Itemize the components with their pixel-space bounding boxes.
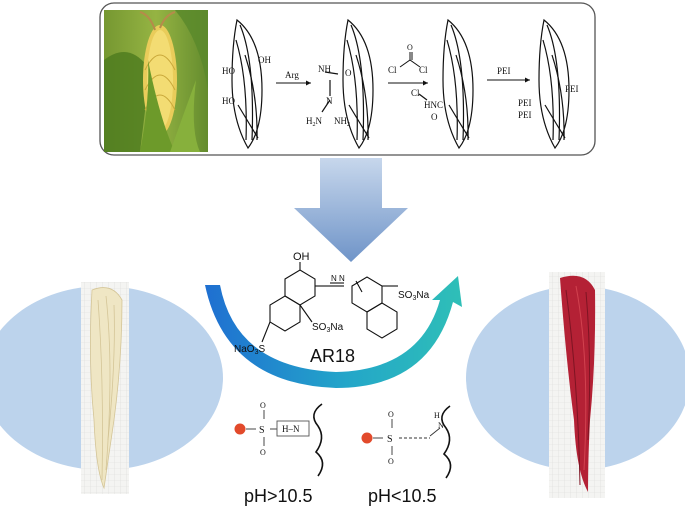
dye-nao3s: NaO3S [234, 344, 265, 356]
label-hnc: HNC [424, 100, 443, 110]
dye-so3na-mid: SO3Na [312, 322, 344, 334]
dye-azo-n2: N [339, 274, 345, 283]
label-cl-3: Cl [411, 88, 420, 98]
dye-oh: OH [293, 251, 310, 263]
label-ho-1: HO [222, 66, 235, 76]
ph-low: pH<10.5 [368, 486, 437, 506]
corn-cob-photo [104, 10, 208, 152]
label-pei-step: PEI [497, 66, 511, 76]
label-pei-c: PEI [518, 110, 532, 120]
corn-silk-raw-photo [81, 282, 129, 494]
label-pei-a: PEI [565, 84, 579, 94]
left-o-top: O [260, 401, 266, 410]
label-arg: Arg [285, 70, 299, 80]
binding-left [246, 404, 323, 476]
label-pei-b: PEI [518, 98, 532, 108]
left-o-bottom: O [260, 448, 266, 457]
right-o-top: O [388, 410, 394, 419]
right-h: H [434, 411, 440, 420]
right-o-bottom: O [388, 457, 394, 466]
red-dot-right [362, 433, 373, 444]
label-o-reagent: O [407, 43, 413, 52]
corn-silk-dyed-photo [549, 272, 605, 498]
label-ho-2: HO [222, 96, 235, 106]
dye-name: AR18 [310, 346, 355, 366]
label-oh: OH [258, 55, 271, 65]
label-n: N [326, 96, 333, 106]
label-o-2: O [345, 68, 352, 78]
dye-so3na-right: SO3Na [398, 290, 430, 302]
label-o-3: O [431, 112, 438, 122]
label-cl-right: Cl [419, 65, 428, 75]
label-cl-left: Cl [388, 65, 397, 75]
dye-azo-n1: N [331, 274, 337, 283]
right-n: N [438, 421, 444, 430]
red-dot-left [235, 424, 246, 435]
down-arrow [294, 158, 408, 262]
left-hn: H–N [282, 424, 300, 434]
ph-high: pH>10.5 [244, 486, 313, 506]
label-nh: NH [318, 64, 331, 74]
right-s: S [387, 434, 393, 445]
left-s: S [259, 425, 265, 436]
